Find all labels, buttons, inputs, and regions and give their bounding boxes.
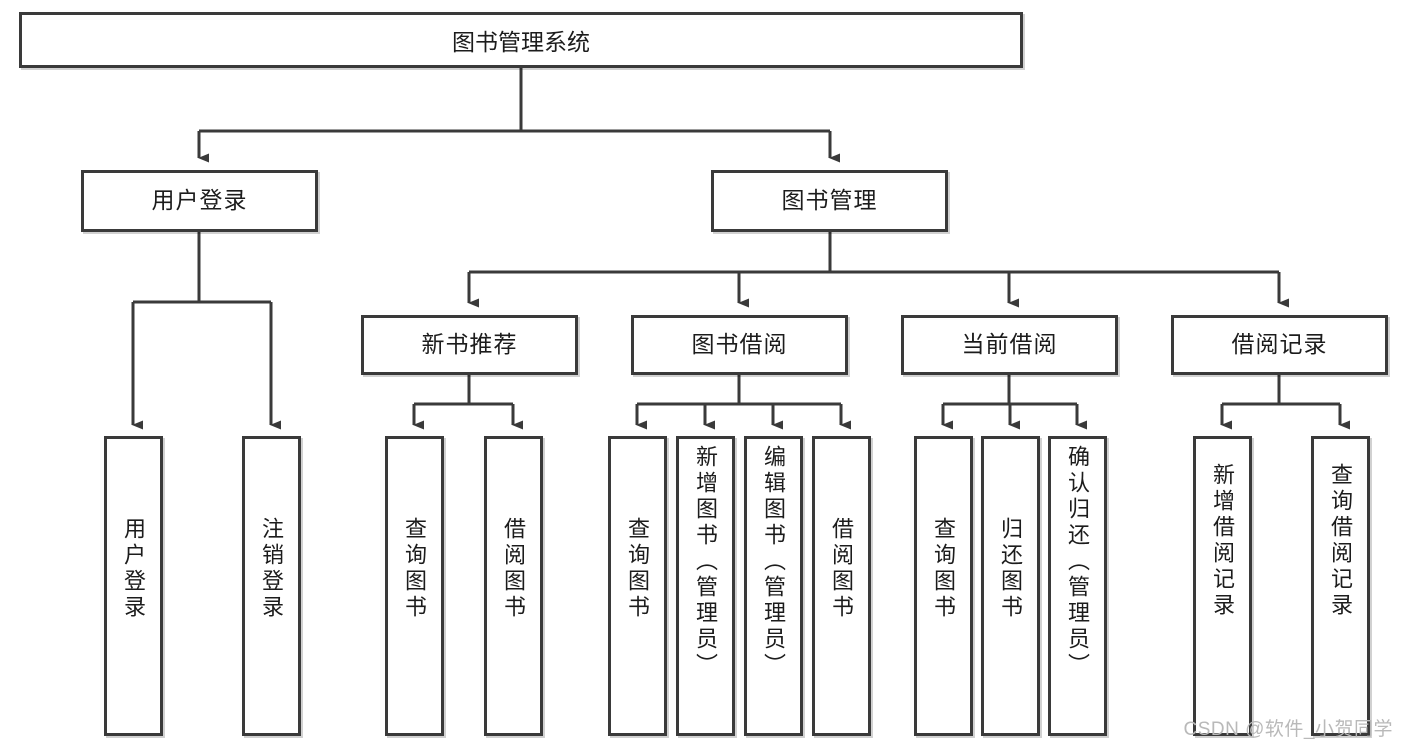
node-book-borrow[interactable]: 图书借阅	[631, 315, 848, 375]
node-new-book-recommend-label: 新书推荐	[421, 331, 518, 358]
node-user-login[interactable]: 用户登录	[81, 170, 318, 232]
watermark-text: CSDN @软件_小贺同学	[1183, 719, 1393, 740]
node-new-book-recommend[interactable]: 新书推荐	[361, 315, 578, 375]
leaf-current-borrow-confirm-return-admin[interactable]: 确认归还（管理员）	[1048, 436, 1107, 736]
leaf-user-login-logout[interactable]: 注销登录	[242, 436, 301, 736]
node-borrow-record[interactable]: 借阅记录	[1171, 315, 1388, 375]
node-book-management[interactable]: 图书管理	[711, 170, 948, 232]
leaf-label: 查询图书	[402, 517, 428, 621]
node-borrow-record-label: 借阅记录	[1231, 331, 1328, 358]
leaf-current-borrow-return-book[interactable]: 归还图书	[981, 436, 1040, 736]
node-user-login-label: 用户登录	[151, 187, 248, 214]
leaf-borrow-record-query-record[interactable]: 查询借阅记录	[1311, 436, 1370, 736]
leaf-user-login-login[interactable]: 用户登录	[104, 436, 163, 736]
leaf-label: 查询图书	[931, 517, 957, 621]
leaf-label: 归还图书	[998, 517, 1024, 621]
leaf-current-borrow-query-book[interactable]: 查询图书	[914, 436, 973, 736]
leaf-label: 借阅图书	[501, 517, 527, 621]
leaf-label: 用户登录	[121, 517, 147, 621]
leaf-new-book-borrow-book[interactable]: 借阅图书	[484, 436, 543, 736]
leaf-book-borrow-borrow-book[interactable]: 借阅图书	[812, 436, 871, 736]
leaf-book-borrow-add-book-admin[interactable]: 新增图书（管理员）	[676, 436, 735, 736]
leaf-borrow-record-add-record[interactable]: 新增借阅记录	[1193, 436, 1252, 736]
leaf-label: 注销登录	[259, 517, 285, 621]
node-current-borrow[interactable]: 当前借阅	[901, 315, 1118, 375]
leaf-label: 查询借阅记录	[1328, 463, 1354, 619]
node-current-borrow-label: 当前借阅	[961, 331, 1058, 358]
leaf-book-borrow-query-book[interactable]: 查询图书	[608, 436, 667, 736]
leaf-label: 借阅图书	[829, 517, 855, 621]
node-book-management-label: 图书管理	[781, 187, 878, 214]
leaf-label: 新增借阅记录	[1210, 463, 1236, 619]
leaf-new-book-query-book[interactable]: 查询图书	[385, 436, 444, 736]
leaf-label: 编辑图书（管理员）	[761, 445, 787, 679]
leaf-label: 确认归还（管理员）	[1065, 445, 1091, 679]
node-book-borrow-label: 图书借阅	[691, 331, 788, 358]
leaf-label: 查询图书	[625, 517, 651, 621]
node-root-label: 图书管理系统	[452, 29, 590, 55]
leaf-label: 新增图书（管理员）	[693, 445, 719, 679]
leaf-book-borrow-edit-book-admin[interactable]: 编辑图书（管理员）	[744, 436, 803, 736]
node-root-book-management-system[interactable]: 图书管理系统	[19, 12, 1023, 68]
